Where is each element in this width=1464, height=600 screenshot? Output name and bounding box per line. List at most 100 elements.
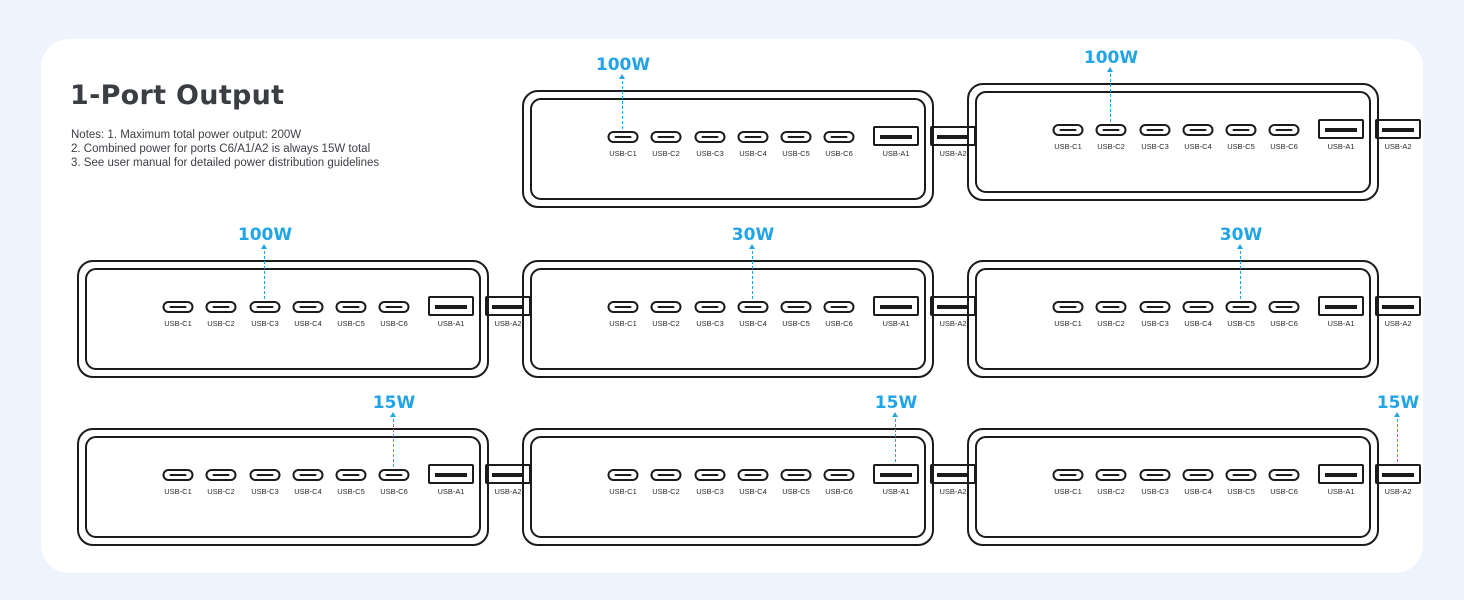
usb-c-icon <box>780 301 812 313</box>
usb-c-icon <box>694 301 726 313</box>
charger-port-panel <box>975 436 1371 538</box>
usb-c-icon <box>1182 301 1214 313</box>
port-label: USB-A2 <box>1384 142 1412 151</box>
port-label: USB-C1 <box>164 487 192 496</box>
usb-a-icon <box>873 126 919 146</box>
usb-c-port: USB-C2 <box>646 300 686 334</box>
charger-port-panel <box>530 98 926 200</box>
usb-c-port: USB-C5 <box>1221 300 1261 334</box>
charger-port-panel <box>530 436 926 538</box>
port-label: USB-A2 <box>1384 319 1412 328</box>
port-label: USB-A2 <box>1384 487 1412 496</box>
usb-c-port: USB-C5 <box>1221 468 1261 502</box>
usb-c-icon <box>650 301 682 313</box>
power-arrow <box>260 244 267 299</box>
power-output-label: 30W <box>731 225 775 245</box>
usb-a-icon <box>1375 296 1421 316</box>
usb-c-port: USB-C5 <box>331 300 371 334</box>
page-title: 1-Port Output <box>70 80 285 111</box>
power-arrow <box>618 74 625 129</box>
usb-c-port: USB-C2 <box>646 468 686 502</box>
usb-c-port: USB-C6 <box>1264 123 1304 157</box>
port-label: USB-C6 <box>380 487 408 496</box>
port-label: USB-C4 <box>739 487 767 496</box>
usb-c-port: USB-C2 <box>201 300 241 334</box>
charger-outer-body <box>522 428 934 546</box>
power-arrow <box>891 412 898 462</box>
usb-c-icon <box>823 469 855 481</box>
usb-c-port: USB-C5 <box>776 468 816 502</box>
port-label: USB-C4 <box>1184 142 1212 151</box>
power-output-label: 30W <box>1219 225 1263 245</box>
charger-outer-body <box>967 260 1379 378</box>
port-label: USB-C2 <box>207 487 235 496</box>
usb-c-icon <box>737 301 769 313</box>
port-label: USB-C3 <box>696 149 724 158</box>
usb-c-port: USB-C4 <box>733 468 773 502</box>
usb-c-port: USB-C1 <box>1048 123 1088 157</box>
usb-c-port: USB-C6 <box>1264 468 1304 502</box>
charger-outer-body <box>522 90 934 208</box>
port-label: USB-C3 <box>251 319 279 328</box>
power-arrow <box>1106 67 1113 122</box>
usb-a-icon <box>428 464 474 484</box>
usb-c-icon <box>1225 124 1257 136</box>
usb-c-icon <box>780 469 812 481</box>
usb-c-icon <box>292 469 324 481</box>
port-label: USB-C4 <box>739 319 767 328</box>
port-label: USB-A1 <box>882 319 910 328</box>
usb-c-icon <box>737 469 769 481</box>
usb-c-port: USB-C3 <box>1135 300 1175 334</box>
usb-c-icon <box>1139 124 1171 136</box>
power-arrow <box>1236 244 1243 299</box>
usb-c-port: USB-C3 <box>245 468 285 502</box>
usb-c-icon <box>737 131 769 143</box>
port-label: USB-C5 <box>782 149 810 158</box>
port-label: USB-C6 <box>1270 487 1298 496</box>
usb-c-port: USB-C6 <box>819 130 859 164</box>
note-line: Notes: 1. Maximum total power output: 20… <box>71 129 302 141</box>
port-label: USB-C1 <box>1054 142 1082 151</box>
usb-c-port: USB-C5 <box>776 300 816 334</box>
usb-c-port: USB-C3 <box>1135 123 1175 157</box>
charger-outer-body <box>967 83 1379 201</box>
usb-c-icon <box>162 469 194 481</box>
usb-c-port: USB-C6 <box>819 300 859 334</box>
port-label: USB-C4 <box>1184 319 1212 328</box>
notes-block: Notes: 1. Maximum total power output: 20… <box>71 128 379 170</box>
port-label: USB-C5 <box>337 487 365 496</box>
port-label: USB-C5 <box>1227 487 1255 496</box>
usb-c-icon <box>1095 124 1127 136</box>
usb-c-port: USB-C1 <box>603 300 643 334</box>
usb-c-port: USB-C4 <box>1178 123 1218 157</box>
usb-c-icon <box>607 131 639 143</box>
port-label: USB-C1 <box>609 319 637 328</box>
usb-c-port: USB-C3 <box>690 130 730 164</box>
usb-c-icon <box>1139 469 1171 481</box>
usb-c-port: USB-C5 <box>1221 123 1261 157</box>
port-label: USB-C2 <box>1097 142 1125 151</box>
usb-c-icon <box>162 301 194 313</box>
usb-a-port: USB-A1 <box>873 464 919 502</box>
usb-a-icon <box>1318 464 1364 484</box>
port-label: USB-C4 <box>294 319 322 328</box>
usb-c-icon <box>1052 469 1084 481</box>
usb-c-icon <box>378 301 410 313</box>
usb-c-icon <box>1225 469 1257 481</box>
usb-a-icon <box>873 296 919 316</box>
port-label: USB-C5 <box>1227 319 1255 328</box>
usb-c-port: USB-C3 <box>1135 468 1175 502</box>
charger-outer-body <box>967 428 1379 546</box>
usb-c-icon <box>607 301 639 313</box>
port-label: USB-C5 <box>782 487 810 496</box>
usb-c-port: USB-C5 <box>331 468 371 502</box>
port-label: USB-C4 <box>294 487 322 496</box>
usb-c-port: USB-C4 <box>733 130 773 164</box>
usb-a-icon <box>1375 464 1421 484</box>
usb-c-icon <box>249 469 281 481</box>
usb-c-icon <box>1225 301 1257 313</box>
